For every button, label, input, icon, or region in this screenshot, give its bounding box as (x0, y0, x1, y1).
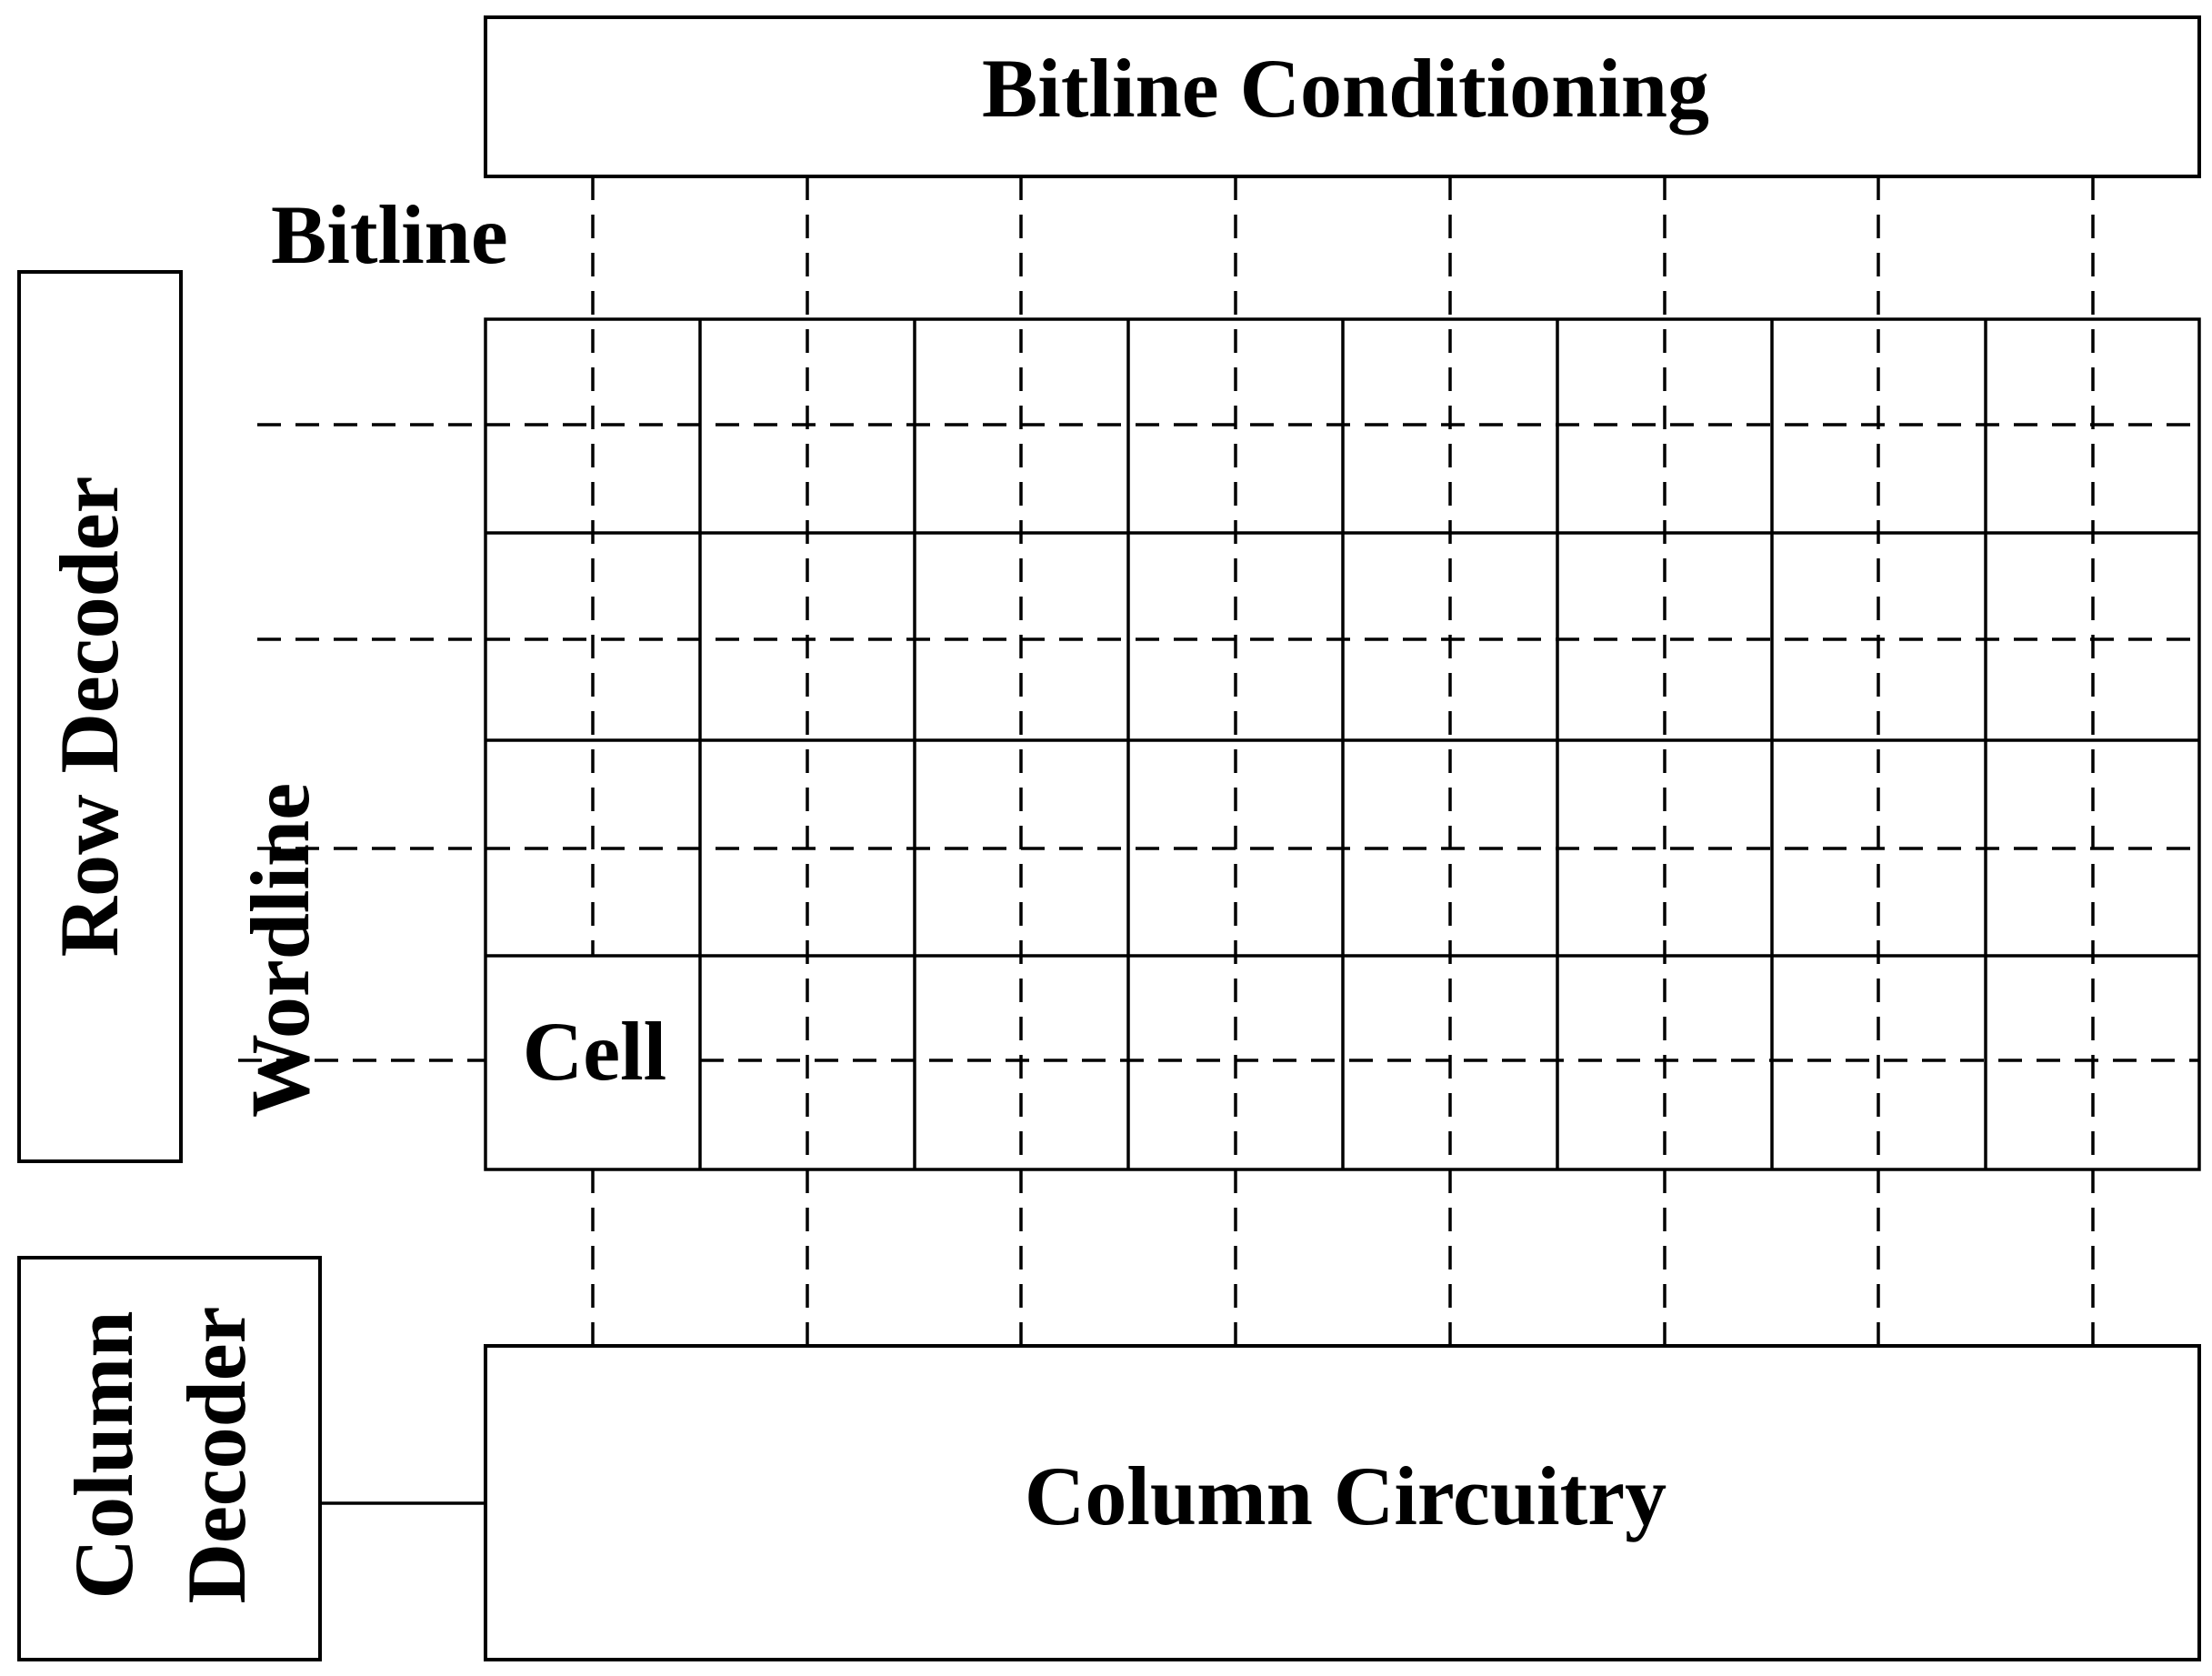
row-decoder-label: Row Decoder (43, 477, 135, 958)
row-decoder-box (17, 270, 183, 1163)
cell-label: Cell (523, 1005, 666, 1098)
bitlines (591, 176, 2095, 1346)
wordlines (238, 423, 2199, 1062)
cell-grid (484, 317, 2201, 1171)
column-circuitry-label: Column Circuitry (1025, 1450, 1667, 1542)
column-decoder-label-line1: Column (57, 1311, 150, 1600)
bitline-conditioning-box (484, 15, 2201, 178)
column-decoder-label-line2: Decoder (170, 1307, 263, 1604)
bitline-label: Bitline (271, 188, 508, 281)
column-decoder-block: Column Decoder (17, 1256, 322, 1661)
column-circuitry-block: Column Circuitry (484, 1344, 2201, 1661)
wordline-label: Wordline (234, 783, 326, 1118)
column-circuitry-box (484, 1344, 2201, 1661)
row-decoder-block: Row Decoder (17, 270, 183, 1163)
column-decoder-box (17, 1256, 322, 1661)
bitline-conditioning-block: Bitline Conditioning (484, 15, 2201, 178)
bitline-conditioning-label: Bitline Conditioning (982, 42, 1709, 135)
